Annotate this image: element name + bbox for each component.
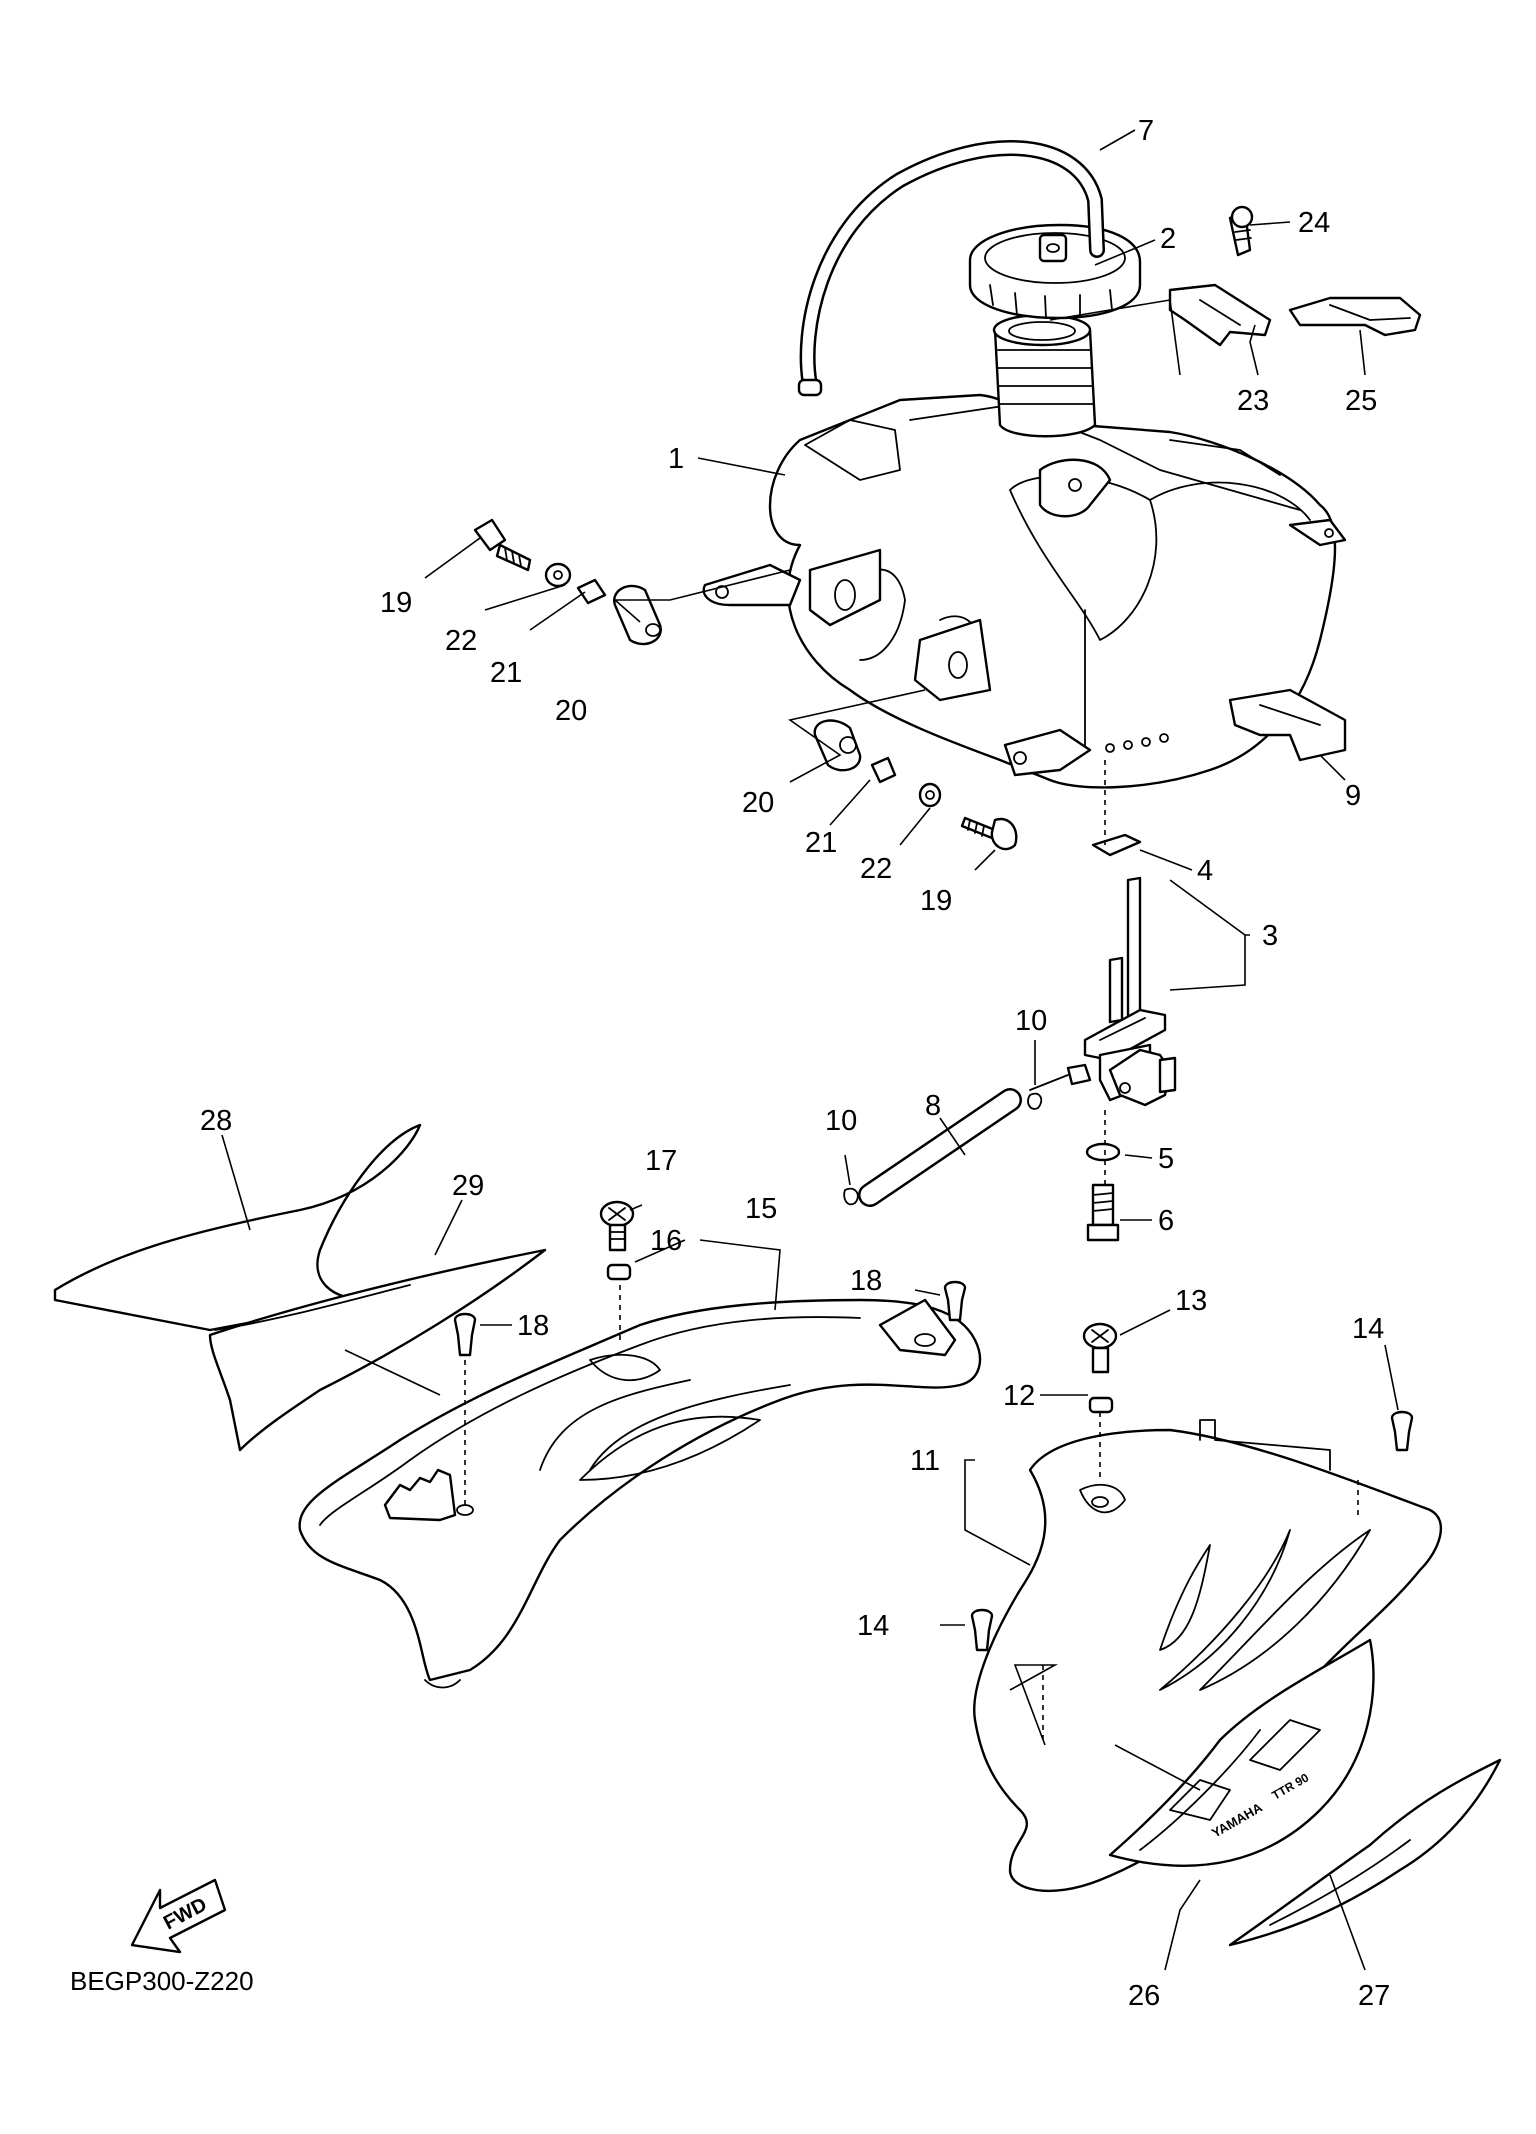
tank-bracket-parts [1168, 205, 1422, 347]
breather-hose [797, 139, 1105, 397]
decal-29 [208, 1248, 547, 1452]
callout-labels: 1 2 3 4 5 6 7 8 9 10 10 11 12 13 14 14 1… [200, 115, 1390, 2012]
side-cover-left [298, 1298, 982, 1689]
callout-24: 24 [1298, 207, 1330, 239]
callout-10a: 10 [1015, 1005, 1047, 1037]
decal-26: YAMAHA TTR 90 [1108, 1638, 1375, 1867]
callout-2: 2 [1160, 223, 1176, 255]
callout-1: 1 [668, 443, 684, 475]
callout-4: 4 [1197, 855, 1213, 887]
fuel-cap [968, 223, 1142, 320]
callout-12: 12 [1003, 1380, 1035, 1412]
side-cover-hardware-right [970, 1322, 1414, 1652]
callout-18a: 18 [850, 1265, 882, 1297]
callout-14b: 14 [857, 1610, 889, 1642]
mount-hardware-lower [813, 719, 1018, 851]
fuel-cock-assembly [843, 760, 1177, 1242]
callout-7: 7 [1138, 115, 1154, 147]
leader-lines [221, 129, 1399, 1971]
callout-19b: 19 [920, 885, 952, 917]
callout-14a: 14 [1352, 1313, 1384, 1345]
side-cover-hardware-left [453, 1200, 967, 1505]
callout-13: 13 [1175, 1285, 1207, 1317]
callout-28: 28 [200, 1105, 232, 1137]
callout-10b: 10 [825, 1105, 857, 1137]
callout-21a: 21 [490, 657, 522, 689]
clip [1228, 688, 1347, 762]
decal-27 [1228, 1758, 1502, 1947]
callout-16: 16 [650, 1225, 682, 1257]
callout-20a: 20 [555, 695, 587, 727]
callout-8: 8 [925, 1090, 941, 1122]
callout-25: 25 [1345, 385, 1377, 417]
callout-23: 23 [1237, 385, 1269, 417]
callout-22b: 22 [860, 853, 892, 885]
diagram-code: BEGP300-Z220 [70, 1966, 254, 1996]
callout-26: 26 [1128, 1980, 1160, 2012]
callout-27: 27 [1358, 1980, 1390, 2012]
callout-17: 17 [645, 1145, 677, 1177]
mount-hardware-upper [473, 518, 662, 646]
callout-15: 15 [745, 1193, 777, 1225]
fuel-tank [702, 313, 1347, 789]
callout-6: 6 [1158, 1205, 1174, 1237]
callout-22a: 22 [445, 625, 477, 657]
callout-20b: 20 [742, 787, 774, 819]
callout-19a: 19 [380, 587, 412, 619]
callout-9: 9 [1345, 780, 1361, 812]
fwd-arrow-icon: FWD [130, 1878, 227, 1954]
callout-29: 29 [452, 1170, 484, 1202]
callout-18b: 18 [517, 1310, 549, 1342]
callout-3: 3 [1262, 920, 1278, 952]
decal-28 [53, 1123, 422, 1332]
callout-5: 5 [1158, 1143, 1174, 1175]
callout-11: 11 [910, 1445, 940, 1477]
callout-21b: 21 [805, 827, 837, 859]
